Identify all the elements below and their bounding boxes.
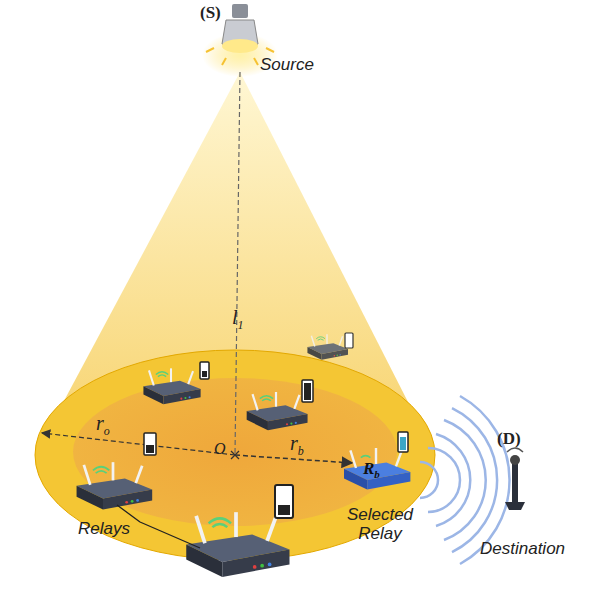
relay-distance-line xyxy=(235,455,352,463)
battery-icons xyxy=(144,333,408,518)
relay-device xyxy=(143,368,200,404)
node-caption: Destination xyxy=(480,540,565,559)
radius-label: ro xyxy=(96,412,110,438)
relay-device xyxy=(247,392,308,430)
node-caption: Selected Relay xyxy=(335,506,425,543)
relay-device xyxy=(77,462,153,509)
height-label: l1 xyxy=(232,306,244,332)
radius-line xyxy=(42,433,235,455)
relay-device xyxy=(186,512,289,577)
selected-relay-device xyxy=(344,448,410,490)
relay-symbol: Rb xyxy=(363,460,380,480)
node-tag: (D) xyxy=(497,430,521,449)
group-label: Relays xyxy=(78,520,130,539)
center-label: O xyxy=(214,440,226,458)
height-line xyxy=(235,72,240,455)
relay-node: RbSelected Relay xyxy=(335,448,425,558)
distance-label: rb xyxy=(290,432,304,458)
node-tag: (S) xyxy=(200,4,221,23)
destination-antenna xyxy=(505,448,525,510)
node-caption: Source xyxy=(260,56,314,75)
lamp-cap xyxy=(232,4,248,18)
lamp-light xyxy=(222,39,258,53)
destination-node: (D) Destination xyxy=(470,428,590,568)
center-mark xyxy=(231,451,239,459)
wireless-waves xyxy=(420,396,510,564)
relay-device xyxy=(307,334,348,359)
source-node: (S) Source xyxy=(196,0,326,80)
